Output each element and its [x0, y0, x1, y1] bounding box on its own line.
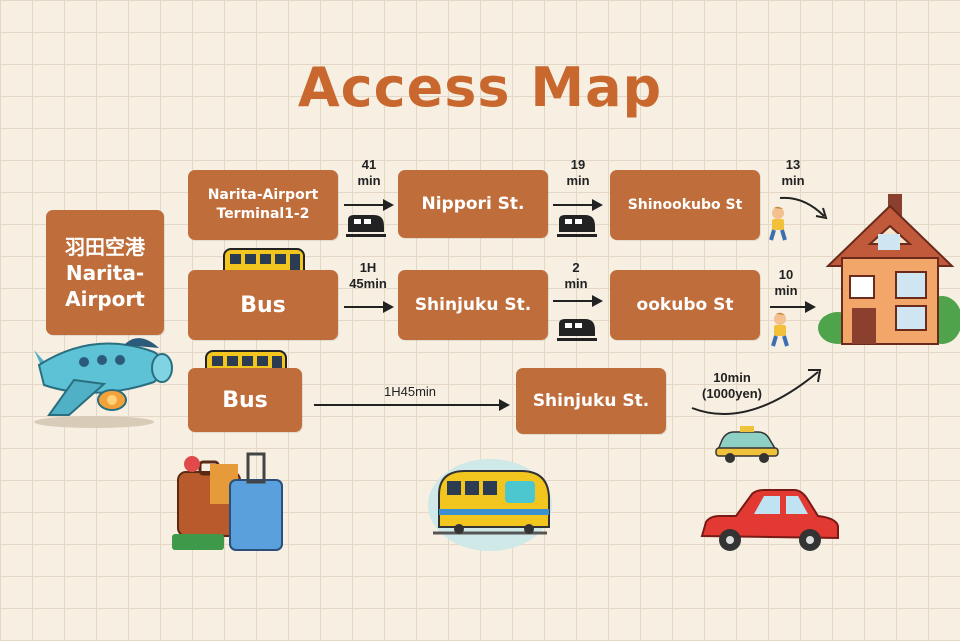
route1-start-label: Narita-Airport Terminal1-2 — [207, 187, 319, 222]
route1-leg2-arrow — [553, 199, 603, 211]
origin-english-label-2: Airport — [65, 286, 145, 311]
route3-leg1-arrow — [314, 399, 510, 411]
route2-leg1-arrow — [344, 301, 394, 313]
route1-walk-time: 13 min — [770, 157, 816, 189]
route1-mid-label: Nippori St. — [421, 194, 525, 214]
train-illustration — [425, 455, 555, 551]
luggage-icon — [170, 450, 300, 552]
route1-walk-time-value: 13 — [785, 157, 801, 172]
route2-end-label: ookubo St — [636, 295, 734, 315]
train-icon — [344, 212, 386, 238]
walking-person-icon — [766, 206, 790, 242]
route2-leg1-time-unit: 45min — [349, 276, 387, 291]
route3-start-box: Bus — [188, 368, 302, 432]
route1-end-box: Shinookubo St — [610, 170, 760, 240]
route3-taxi-arrow — [688, 364, 828, 434]
page-title: Access Map — [297, 56, 663, 119]
route2-leg2-time: 2 min — [553, 260, 599, 292]
route2-leg1-time-value: 1H — [359, 260, 377, 275]
route3-taxi-time-value: 10min — [713, 370, 751, 385]
route2-mid-box: Shinjuku St. — [398, 270, 548, 340]
route1-leg1-time: 41 min — [344, 157, 394, 189]
route2-leg1-time: 1H 45min — [340, 260, 396, 292]
route2-start-label: Bus — [240, 292, 286, 318]
route3-end-box: Shinjuku St. — [516, 368, 666, 434]
route1-leg1-time-value: 41 — [361, 157, 377, 172]
route1-start-box: Narita-Airport Terminal1-2 — [188, 170, 338, 240]
origin-airport-box: 羽田空港 Narita- Airport — [46, 210, 164, 335]
route1-leg2-time-unit: min — [566, 173, 590, 188]
route2-walk-arrow — [770, 301, 816, 313]
train-icon — [555, 212, 597, 238]
route3-leg1-time: 1H45min — [383, 384, 437, 399]
route2-leg2-time-unit: min — [564, 276, 588, 291]
car-icon — [698, 486, 842, 554]
route2-walk-time: 10 min — [766, 267, 806, 299]
route2-leg2-time-value: 2 — [572, 260, 580, 275]
route1-mid-box: Nippori St. — [398, 170, 548, 238]
origin-japanese-label: 羽田空港 — [65, 234, 145, 259]
train-icon — [555, 316, 597, 342]
house-icon — [818, 188, 960, 348]
origin-english-label-1: Narita- — [65, 260, 145, 285]
route3-end-label: Shinjuku St. — [532, 391, 650, 411]
route1-leg2-time: 19 min — [553, 157, 603, 189]
route2-walk-time-unit: min — [774, 283, 798, 298]
route2-start-box: Bus — [188, 270, 338, 340]
airplane-icon — [14, 310, 179, 435]
route1-end-label: Shinookubo St — [627, 197, 743, 213]
route3-taxi-fare: (1000yen) — [702, 386, 762, 401]
route3-start-label: Bus — [222, 387, 268, 413]
route2-leg2-arrow — [553, 295, 603, 307]
route2-mid-label: Shinjuku St. — [414, 295, 532, 315]
route3-taxi-time: 10min (1000yen) — [688, 370, 776, 402]
taxi-icon — [712, 420, 782, 464]
route1-walk-time-unit: min — [781, 173, 805, 188]
route1-leg2-time-value: 19 — [570, 157, 586, 172]
route1-leg1-arrow — [344, 199, 394, 211]
route1-walk-arrow — [778, 192, 830, 222]
route2-end-box: ookubo St — [610, 270, 760, 340]
walking-person-icon — [768, 312, 792, 348]
route1-leg1-time-unit: min — [357, 173, 381, 188]
route2-walk-time-value: 10 — [778, 267, 794, 282]
